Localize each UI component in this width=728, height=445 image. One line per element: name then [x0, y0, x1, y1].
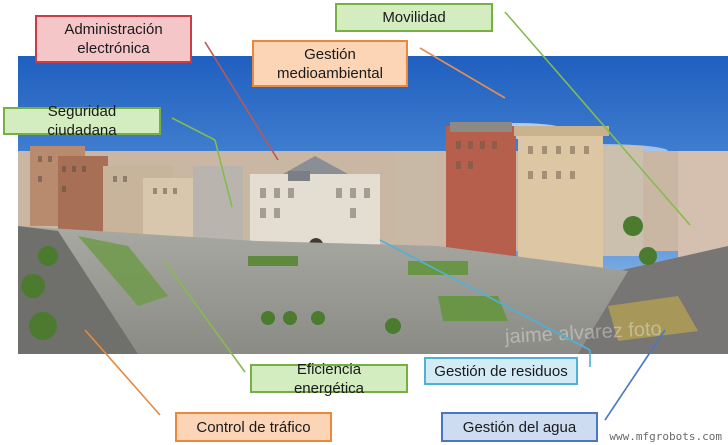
label-gestion-de-residuos: Gestión de residuos: [424, 357, 578, 385]
label-movilidad: Movilidad: [335, 3, 493, 32]
watermark: www.mfgrobots.com: [609, 430, 722, 443]
label-gestion-del-agua: Gestión del agua: [441, 412, 598, 442]
label-seguridad-ciudadana: Seguridad ciudadana: [3, 103, 161, 139]
label-control-de-trafico: Control de tráfico: [175, 412, 332, 442]
label-gestion-medioambiental: Gestión medioambiental: [252, 40, 408, 87]
city-square-photo: [18, 56, 728, 354]
label-administracion-electronica: Administración electrónica: [35, 15, 192, 63]
label-eficiencia-energetica: Eficiencia energética: [250, 361, 408, 397]
